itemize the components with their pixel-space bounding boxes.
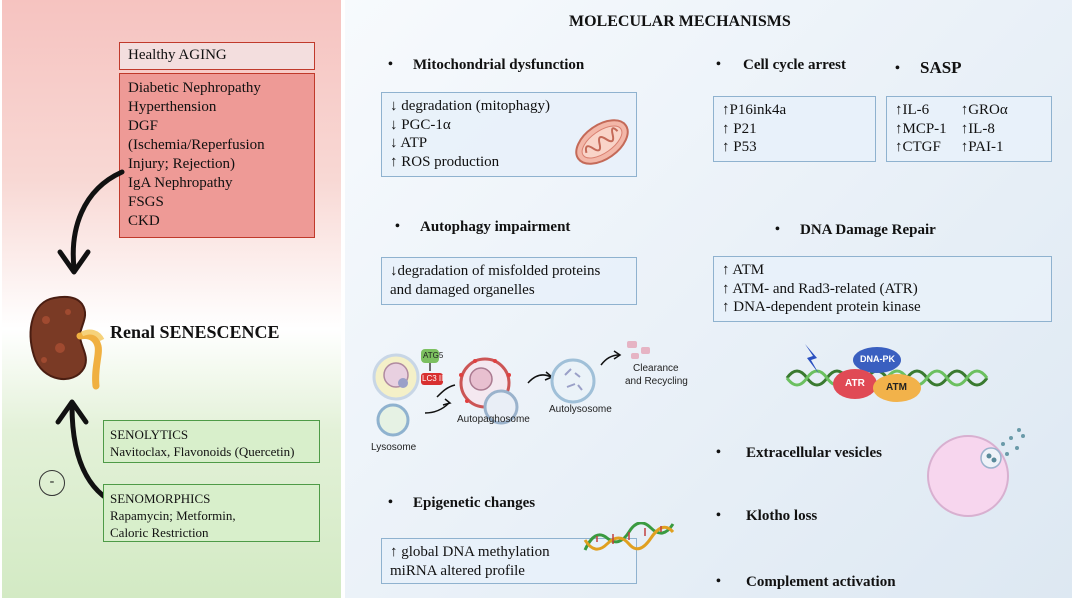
epigenetic-line: miRNA altered profile: [390, 562, 525, 579]
cell-cycle-box: ↑P16ink4a ↑ P21 ↑ P53: [713, 96, 876, 162]
sasp-box: ↑IL-6 ↑MCP-1 ↑CTGF ↑GROα ↑IL-8 ↑PAI-1: [886, 96, 1052, 162]
dna-line: ↑ DNA-dependent protein kinase: [722, 299, 921, 315]
mechanisms-panel: MOLECULAR MECHANISMS • Mitochondrial dys…: [345, 0, 1072, 598]
sasp-item: ↑CTGF: [895, 139, 941, 155]
mito-line: ↓ PGC-1α: [390, 116, 451, 133]
disease-item: FSGS: [128, 194, 164, 210]
autophagy-line: ↓degradation of misfolded proteins: [390, 263, 601, 279]
mito-line: ↑ ROS production: [390, 153, 500, 170]
bullet: •: [775, 222, 780, 237]
left-panel: Healthy AGING Diabetic Nephropathy Hyper…: [2, 0, 341, 598]
kidney-icon: [29, 295, 105, 390]
dna-title: DNA Damage Repair: [800, 222, 936, 238]
sasp-item: ↑PAI-1: [960, 139, 1004, 155]
disease-item: Injury; Rejection): [128, 156, 236, 172]
diagram-title: MOLECULAR MECHANISMS: [569, 13, 791, 30]
epigenetic-line: ↑ global DNA methylation: [390, 544, 550, 560]
cell-cycle-title: Cell cycle arrest: [743, 57, 847, 73]
mito-line: ↓ degradation (mitophagy): [390, 98, 550, 114]
bullet: •: [388, 495, 393, 510]
extracellular-title: Extracellular vesicles: [746, 445, 882, 461]
disease-item: (Ischemia/Reperfusion: [128, 137, 265, 153]
bullet: •: [716, 508, 721, 523]
dna-line: ↑ ATM: [722, 262, 765, 278]
autolysosome-label: Autolysosome: [549, 404, 612, 415]
senolytics-items: Navitoclax, Flavonoids (Quercetin): [110, 444, 295, 459]
cell-cycle-line: ↑ P21: [722, 120, 757, 137]
epigenetic-box: ↑ global DNA methylation miRNA altered p…: [381, 538, 637, 584]
renal-senescence-label: Renal SENESCENCE: [110, 322, 280, 342]
atm-label: ATM: [886, 382, 907, 393]
autophagy-line: and damaged organelles: [390, 281, 535, 298]
epigenetic-title: Epigenetic changes: [413, 495, 536, 511]
cell-cycle-line: ↑ P53: [722, 139, 757, 155]
inhibition-symbol: -: [39, 470, 65, 496]
cell-cycle-line: ↑P16ink4a: [722, 102, 787, 118]
autophagy-title: Autophagy impairment: [420, 219, 571, 235]
sasp-item: ↑IL-6: [895, 102, 930, 118]
bullet: •: [716, 574, 721, 589]
autophagosome-label: Autopaghosome: [457, 414, 530, 425]
senomorphics-line: Caloric Restriction: [110, 525, 209, 540]
healthy-aging-label: Healthy AGING: [128, 47, 227, 63]
bullet: •: [716, 445, 721, 460]
senolytics-box: SENOLYTICS Navitoclax, Flavonoids (Querc…: [103, 420, 320, 463]
bullet: •: [716, 57, 721, 72]
disease-item: Diabetic Nephropathy: [128, 80, 261, 96]
dna-box: ↑ ATM ↑ ATM- and Rad3-related (ATR) ↑ DN…: [713, 256, 1052, 322]
atg5-label: ATG5: [423, 351, 444, 360]
disease-item: DGF: [128, 118, 159, 134]
sasp-item: ↑GROα: [960, 102, 1008, 118]
bullet: •: [895, 61, 900, 76]
clearance-label: Clearance: [633, 363, 679, 374]
dna-repair-figure: DNA-PK ATR ATM: [785, 340, 1005, 410]
sasp-item: ↑IL-8: [960, 120, 995, 137]
dna-line: ↑ ATM- and Rad3-related (ATR): [722, 280, 918, 297]
bullet: •: [388, 57, 393, 72]
atr-label: ATR: [845, 378, 865, 389]
senomorphics-box: SENOMORPHICS Rapamycin; Metformin, Calor…: [103, 484, 320, 542]
klotho-title: Klotho loss: [746, 508, 818, 524]
sasp-title: SASP: [920, 58, 962, 77]
mito-line: ↓ ATP: [390, 135, 428, 151]
autophagy-figure: ATG5 LC3 II Lysosome Autopaghosome Autol…: [363, 335, 693, 455]
disease-item: CKD: [128, 213, 160, 229]
sasp-item: ↑MCP-1: [895, 120, 947, 137]
bullet: •: [395, 219, 400, 234]
disease-list-box: Diabetic Nephropathy Hyperthension DGF (…: [119, 73, 315, 238]
healthy-aging-box: Healthy AGING: [119, 42, 315, 70]
senomorphics-line: Rapamycin; Metformin,: [110, 508, 236, 523]
disease-item: Hyperthension: [128, 99, 217, 115]
complement-title: Complement activation: [746, 574, 896, 590]
disease-item: IgA Nephropathy: [128, 175, 233, 191]
dnapk-label: DNA-PK: [860, 354, 895, 364]
minus-label: -: [49, 474, 55, 489]
lc3-label: LC3 II: [422, 374, 444, 383]
senolytics-title: SENOLYTICS: [110, 427, 189, 442]
senomorphics-title: SENOMORPHICS: [110, 491, 211, 506]
clearance-label: and Recycling: [625, 376, 688, 387]
lysosome-label: Lysosome: [371, 442, 417, 453]
arrow-down-icon: [57, 169, 125, 275]
mitochondrion-icon: [575, 119, 629, 165]
autophagy-box: ↓degradation of misfolded proteins and d…: [381, 257, 637, 305]
extracellular-vesicle-icon: [927, 428, 1025, 517]
mito-title: Mitochondrial dysfunction: [413, 57, 585, 73]
dna-helix-icon: [583, 522, 675, 551]
